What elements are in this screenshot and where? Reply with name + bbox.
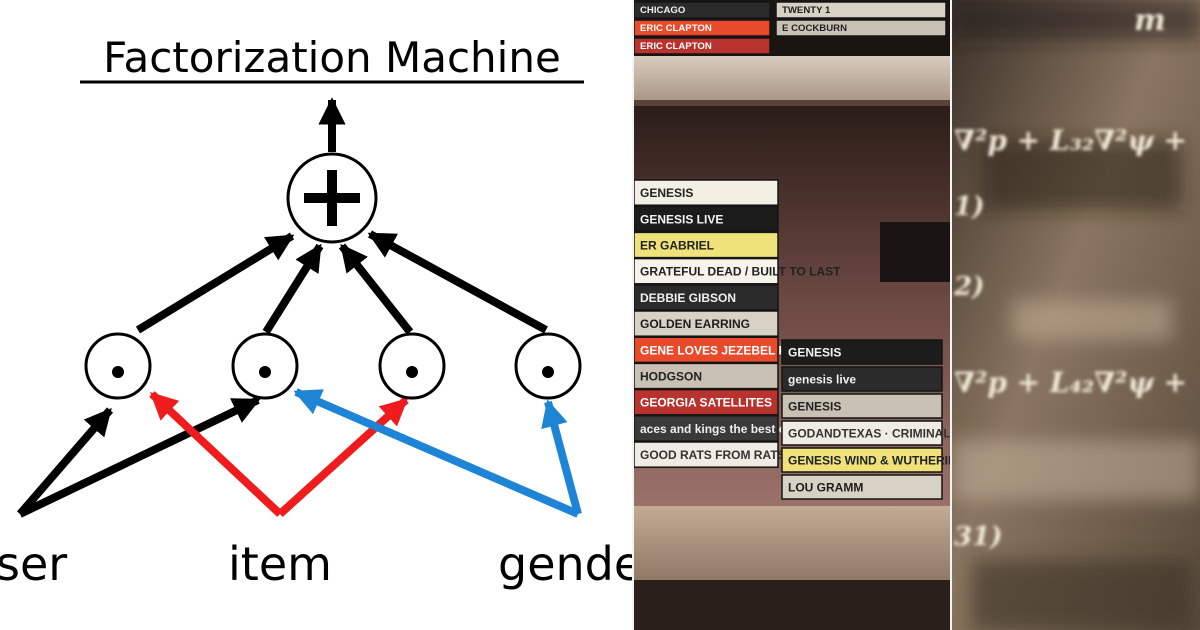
cassette-label: GRATEFUL DEAD / BUILT TO LAST: [640, 265, 841, 279]
cassette-shelf-photo: CHICAGO TWENTY 1 ERIC CLAPTON E COCKBURN ERI…: [634, 0, 950, 630]
dot-node-3: [378, 332, 446, 400]
cassette-label: HODGSON: [640, 370, 702, 384]
math-fragment-1: m: [1134, 3, 1166, 38]
cassette-spine: GODANDTEXAS · CRIMINAL ELEMENT: [781, 420, 950, 446]
cassette-spine: LOU GRAMM: [781, 474, 943, 500]
arrow-dot2-to-sum: [262, 243, 324, 335]
arrow-dot4-to-sum: [367, 230, 548, 334]
input-label-gender: gende: [498, 537, 632, 591]
cassette-spine: TWENTY 1: [775, 1, 947, 19]
dot-node-4: [514, 332, 582, 400]
sum-node: [286, 152, 378, 244]
cassette-spine: GRATEFUL DEAD / BUILT TO LAST: [634, 257, 841, 285]
cassette-spine: ER GABRIEL: [634, 231, 779, 259]
arrow-user-to-dot1: [16, 407, 114, 517]
cassette-spine: GENESIS: [781, 339, 943, 365]
cassette-label: GENESIS: [788, 345, 841, 359]
cassette-label: ERIC CLAPTON: [640, 41, 712, 52]
arrow-gender-to-dot4: [541, 399, 582, 516]
arrow-dot1-to-sum: [135, 232, 295, 334]
cassette-spine: GENESIS WIND & WUTHERING: [781, 447, 950, 473]
cassette-spine: ERIC CLAPTON: [634, 37, 771, 55]
cassette-label: GENESIS: [640, 186, 693, 200]
panel-divider-2: [950, 0, 953, 630]
cassette-spine: E COCKBURN: [775, 19, 947, 37]
cassette-spine: GENESIS LIVE: [634, 205, 779, 233]
math-fragment-3: 1): [954, 192, 984, 222]
cassette-shelf-scene: CHICAGO TWENTY 1 ERIC CLAPTON E COCKBURN ERI…: [634, 0, 950, 630]
cassette-label: GENESIS WIND & WUTHERING: [788, 453, 950, 467]
cassette-label: GODANDTEXAS · CRIMINAL ELEMENT: [788, 426, 950, 440]
cassette-spine: GENESIS: [634, 179, 779, 206]
cassette-label: GENESIS: [788, 399, 841, 413]
fm-diagram: Factorization Machine: [0, 33, 632, 591]
cassette-label: LOU GRAMM: [788, 480, 863, 494]
top-row-cassettes: CHICAGO TWENTY 1 ERIC CLAPTON E COCKBURN ERI…: [634, 1, 947, 55]
cassette-spine: GENESIS: [781, 393, 943, 419]
arrow-user-to-dot2: [18, 396, 261, 518]
cassette-label: GEORGIA SATELLITES: [640, 396, 772, 410]
math-fragment-5: ∇²p + L₄₂∇²ψ +: [954, 366, 1187, 399]
arrow-item-to-dot1: [149, 391, 283, 517]
math-fragment-6: 31): [954, 522, 1002, 552]
cassette-spine: genesis live: [781, 366, 943, 392]
cassette-label: ERIC CLAPTON: [640, 23, 712, 34]
cassette-spine: GOLDEN EARRING: [634, 310, 779, 337]
arrow-gender-to-dot2: [293, 388, 580, 518]
arrow-dot3-to-sum: [338, 243, 414, 335]
cassette-spine: ERIC CLAPTON: [634, 19, 771, 37]
cassette-label: GENESIS LIVE: [640, 212, 723, 226]
math-fragment-4: 2): [953, 272, 984, 302]
math-equations-photo: m ∇²p + L₃₂∇²ψ + 1) 2) ∇²p + L₄₂∇²ψ + 31…: [952, 0, 1200, 630]
diagram-title: Factorization Machine: [103, 33, 561, 82]
arrow-item-to-dot3: [277, 397, 409, 517]
cassette-spine: HODGSON: [634, 362, 779, 390]
cassette-label: TWENTY 1: [782, 5, 831, 16]
math-scene: m ∇²p + L₃₂∇²ψ + 1) 2) ∇²p + L₄₂∇²ψ + 31…: [952, 0, 1200, 630]
cassette-spine: CHICAGO: [634, 1, 771, 19]
cassette-label: ER GABRIEL: [640, 239, 714, 253]
input-label-item: item: [228, 537, 332, 591]
factorization-machine-panel: Factorization Machine: [0, 33, 632, 591]
math-fragment-2: ∇²p + L₃₂∇²ψ +: [954, 124, 1187, 157]
cassette-label: DEBBIE GIBSON: [640, 291, 736, 305]
cassette-spine: DEBBIE GIBSON: [634, 284, 779, 311]
dot-node-1: [84, 332, 152, 400]
cassette-label: genesis live: [788, 372, 856, 386]
cassette-label: E COCKBURN: [782, 23, 847, 34]
cassette-spine: GEORGIA SATELLITES: [634, 388, 779, 416]
dot-node-2: [231, 332, 299, 400]
input-label-user: ser: [0, 537, 67, 591]
cassette-label: CHICAGO: [640, 5, 686, 16]
cassette-label: GOLDEN EARRING: [640, 317, 750, 331]
